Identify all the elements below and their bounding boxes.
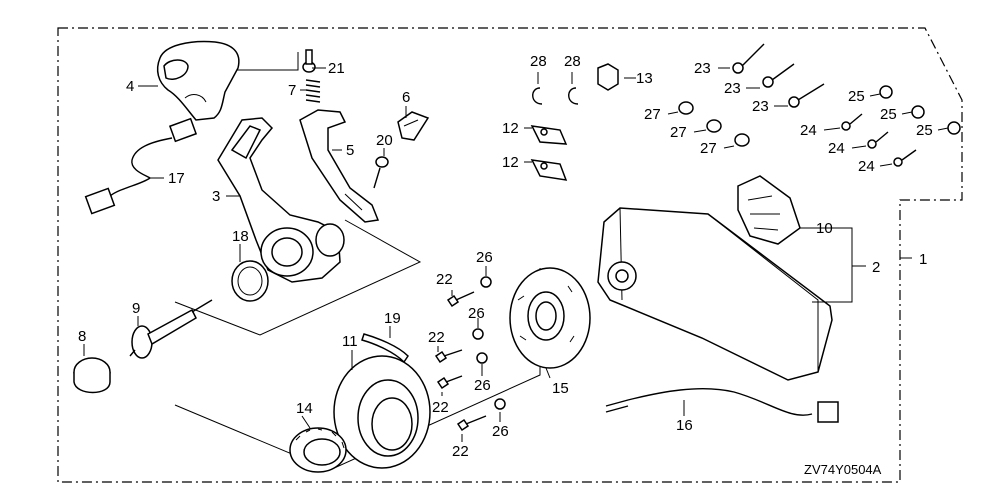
callout-21: 21	[328, 60, 345, 77]
callout-8: 8	[78, 328, 86, 345]
neutral-switch-part	[84, 117, 198, 215]
bearing-14-part	[289, 427, 347, 473]
callout-15: 15	[552, 380, 569, 397]
shaft-9-part	[129, 299, 213, 359]
leader-lines	[83, 67, 949, 442]
callout-23-a: 23	[694, 60, 711, 77]
screw-24-set	[841, 113, 917, 167]
nut-25-set	[879, 85, 961, 135]
callout-24-a: 24	[800, 122, 817, 139]
spring-7-part	[305, 79, 321, 103]
callout-11: 11	[342, 333, 358, 350]
harness-16-part	[605, 388, 839, 423]
callout-10: 10	[816, 220, 833, 237]
screw-22-a	[446, 291, 475, 308]
gear-plate-15-part	[509, 267, 591, 369]
callout-26-c: 26	[474, 377, 491, 394]
callout-26-b: 26	[468, 305, 485, 322]
group-bracket-lever	[174, 219, 422, 336]
callout-23-b: 23	[724, 80, 741, 97]
screw-21-part	[302, 49, 316, 73]
callout-22-c: 22	[432, 399, 449, 416]
screw-22-c	[436, 375, 463, 390]
throttle-lever-part	[299, 109, 380, 223]
callout-5: 5	[346, 142, 354, 159]
housing-2-part	[597, 207, 833, 381]
grip-cover-part	[156, 40, 240, 121]
screw-24-a	[841, 113, 863, 131]
screw-20-part	[373, 156, 389, 189]
bolt-23-set	[732, 43, 825, 108]
nut-26-set	[472, 276, 506, 410]
callout-4: 4	[126, 78, 134, 95]
callout-3: 3	[212, 188, 220, 205]
clip-13-part	[597, 63, 619, 91]
callout-19: 19	[384, 310, 401, 327]
bolt-23-b	[762, 63, 795, 88]
callout-26-a: 26	[476, 249, 493, 266]
callout-12-b: 12	[502, 154, 519, 171]
screw-22-b	[434, 349, 463, 364]
cable-joint-12-pair	[530, 125, 568, 181]
callout-22-b: 22	[428, 329, 445, 346]
screw-24-b	[867, 131, 889, 149]
callout-2: 2	[872, 259, 880, 276]
callout-20: 20	[376, 132, 393, 149]
callout-17: 17	[168, 170, 185, 187]
callout-13: 13	[636, 70, 653, 87]
friction-plate-11-part	[333, 355, 431, 469]
control-lever-part	[217, 117, 345, 283]
callout-labels: 1 2 3 4 5 6 7 8 9 10 11 12 12 13 14 15 1…	[78, 53, 933, 477]
callout-22-d: 22	[452, 443, 469, 460]
callout-28-b: 28	[564, 53, 581, 70]
callout-14: 14	[296, 400, 313, 417]
callout-25-b: 25	[880, 106, 897, 123]
screw-22-set	[434, 291, 487, 432]
callout-28-a: 28	[530, 53, 547, 70]
screw-22-d	[456, 415, 487, 432]
callout-27-b: 27	[670, 124, 687, 141]
diagram-code: ZV74Y0504A	[804, 462, 882, 477]
callout-12-a: 12	[502, 120, 519, 137]
callout-27-a: 27	[644, 106, 661, 123]
callout-22-a: 22	[436, 271, 453, 288]
callout-23-c: 23	[752, 98, 769, 115]
callout-27-c: 27	[700, 140, 717, 157]
callout-24-b: 24	[828, 140, 845, 157]
lever-clip-part	[397, 111, 430, 141]
callout-7: 7	[288, 82, 296, 99]
callout-25-a: 25	[848, 88, 865, 105]
callout-1: 1	[919, 251, 927, 268]
callout-24-c: 24	[858, 158, 875, 175]
screw-24-c	[893, 149, 917, 167]
group-bracket-upper	[230, 52, 299, 71]
gasket-10-part	[737, 175, 801, 245]
washer-27-set	[678, 101, 750, 147]
callout-26-d: 26	[492, 423, 509, 440]
callout-9: 9	[132, 300, 140, 317]
clip-28-pair	[532, 87, 579, 105]
callout-18: 18	[232, 228, 249, 245]
bolt-23-a	[732, 43, 765, 74]
bolt-23-c	[788, 83, 825, 108]
cap-8-part	[73, 357, 111, 394]
callout-6: 6	[402, 89, 410, 106]
assembly-boundary	[57, 27, 963, 483]
callout-16: 16	[676, 417, 693, 434]
callout-25-c: 25	[916, 122, 933, 139]
